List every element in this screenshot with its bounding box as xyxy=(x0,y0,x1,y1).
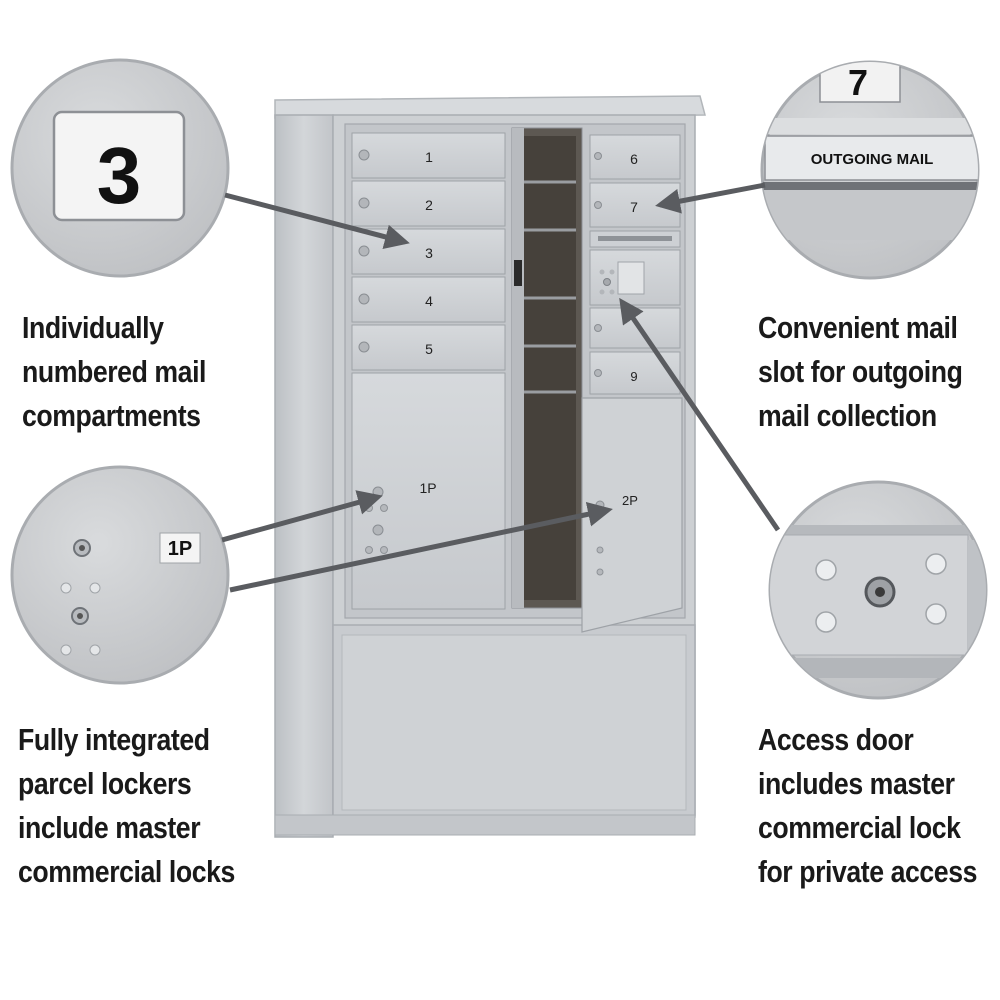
caption-bottom-left: Fully integrated parcel lockers include … xyxy=(18,718,235,894)
outgoing-mail-label: OUTGOING MAIL xyxy=(811,151,934,168)
compartment-number: 1 xyxy=(425,149,433,165)
compartment-number: 5 xyxy=(425,341,433,357)
right-compartments: 6 7 9 xyxy=(581,134,683,633)
compartment-number: 9 xyxy=(630,369,637,384)
arrow-parcel-2p xyxy=(229,501,613,593)
mail-slot-tag-digit: 7 xyxy=(848,62,868,103)
parcel-locker-1p[interactable]: 1P xyxy=(351,372,506,610)
caption-line: compartments xyxy=(22,398,201,433)
arrow-number-tag xyxy=(224,192,410,250)
parcel-tag-label: 1P xyxy=(168,538,192,560)
parcel-number: 1P xyxy=(419,480,436,496)
parcel-locker-2p[interactable]: 2P xyxy=(581,397,683,633)
compartment-4[interactable]: 4 xyxy=(351,276,506,323)
caption-line: Individually xyxy=(22,310,164,345)
callout-parcel-lock: 1P xyxy=(10,465,230,685)
compartment-2[interactable]: 2 xyxy=(351,180,506,227)
callout-access-lock xyxy=(768,480,988,700)
caption-top-left: Individually numbered mail compartments xyxy=(22,306,206,438)
compartment-number: 6 xyxy=(630,151,638,167)
caption-line: mail collection xyxy=(758,398,937,433)
parcel-number: 2P xyxy=(622,493,638,508)
compartment-number: 2 xyxy=(425,197,433,213)
caption-line: numbered mail xyxy=(22,354,207,389)
callout-outgoing-mail: 7 OUTGOING MAIL xyxy=(760,60,980,280)
compartment-number: 4 xyxy=(425,293,433,309)
callout-number-tag: 3 xyxy=(10,58,230,278)
arrow-outgoing-mail xyxy=(655,182,766,214)
compartment-5[interactable]: 5 xyxy=(351,324,506,371)
compartment-8[interactable] xyxy=(589,307,681,349)
compartment-6[interactable]: 6 xyxy=(589,134,681,180)
open-access-door[interactable] xyxy=(511,127,583,609)
compartment-number: 3 xyxy=(425,245,433,261)
compartment-number: 7 xyxy=(630,199,638,215)
caption-line: commercial lock xyxy=(758,810,961,845)
caption-line: slot for outgoing xyxy=(758,354,963,389)
caption-line: Fully integrated xyxy=(18,722,210,757)
callout-arrows xyxy=(221,182,781,593)
caption-line: Access door xyxy=(758,722,914,757)
number-tag-digit: 3 xyxy=(97,131,142,220)
access-door-panel[interactable] xyxy=(589,249,681,306)
outgoing-mail-slot[interactable] xyxy=(589,230,681,248)
caption-line: for private access xyxy=(758,854,978,889)
compartment-1[interactable]: 1 xyxy=(351,132,506,179)
compartment-9[interactable]: 9 xyxy=(589,351,681,395)
caption-line: Convenient mail xyxy=(758,310,958,345)
caption-line: include master xyxy=(18,810,201,845)
caption-bottom-right: Access door includes master commercial l… xyxy=(758,718,977,894)
arrow-parcel-1p xyxy=(221,490,383,543)
caption-top-right: Convenient mail slot for outgoing mail c… xyxy=(758,306,963,438)
arrow-access-lock xyxy=(619,297,781,532)
caption-line: commercial locks xyxy=(18,854,235,889)
caption-line: includes master xyxy=(758,766,955,801)
caption-line: parcel lockers xyxy=(18,766,192,801)
